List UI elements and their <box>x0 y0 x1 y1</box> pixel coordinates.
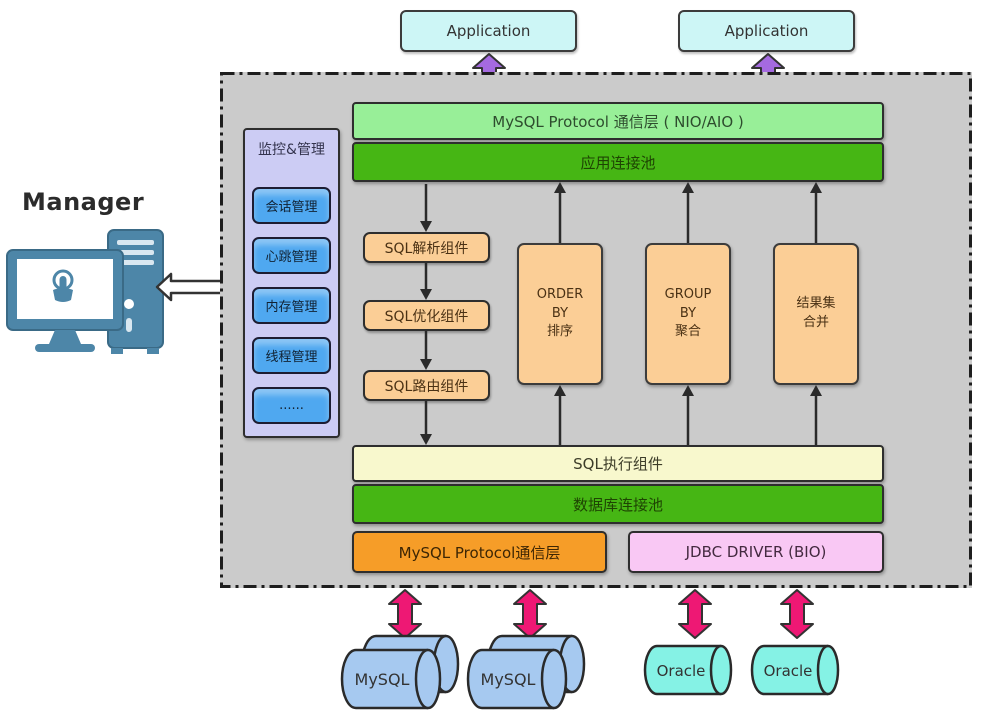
monitor-panel: 监控&管理 会话管理 心跳管理 内存管理 线程管理 ...... <box>243 128 340 438</box>
flow-arrow-down-icon <box>420 331 432 370</box>
mysql-database-icon: MySQL <box>340 634 460 710</box>
node-order-by: ORDER BY 排序 <box>517 243 603 385</box>
monitor-item-thread: 线程管理 <box>252 337 331 374</box>
oracle-label: Oracle <box>657 662 706 680</box>
middleware-container: 监控&管理 会话管理 心跳管理 内存管理 线程管理 ...... MySQL P… <box>220 72 972 588</box>
db-link-arrow-icon <box>678 589 712 639</box>
manager-computer-icon <box>6 229 164 354</box>
node-sql-route: SQL路由组件 <box>363 370 490 401</box>
layer-app-connection-pool: 应用连接池 <box>352 142 884 182</box>
layer-protocol-nio: MySQL Protocol 通信层 ( NIO/AIO ) <box>352 102 884 140</box>
flow-arrow-up-icon <box>554 182 566 243</box>
flow-arrow-up-icon <box>810 182 822 243</box>
flow-arrow-down-icon <box>420 401 432 445</box>
mysql-database-icon: MySQL <box>466 634 586 710</box>
flow-arrow-up-icon <box>810 385 822 445</box>
node-mysql-protocol: MySQL Protocol通信层 <box>352 531 607 573</box>
db-link-arrow-icon <box>780 589 814 639</box>
monitor-item-more: ...... <box>252 387 331 424</box>
application-node-1: Application <box>400 10 577 52</box>
mysql-label: MySQL <box>481 670 536 689</box>
monitor-item-session: 会话管理 <box>252 187 331 224</box>
monitor-item-memory: 内存管理 <box>252 287 331 324</box>
oracle-database-icon: Oracle <box>750 644 840 696</box>
node-sql-optimize: SQL优化组件 <box>363 300 490 331</box>
flow-arrow-down-icon <box>420 184 432 232</box>
layer-sql-exec: SQL执行组件 <box>352 445 884 482</box>
node-jdbc-driver: JDBC DRIVER (BIO) <box>628 531 884 573</box>
oracle-label: Oracle <box>764 662 813 680</box>
node-sql-parse: SQL解析组件 <box>363 232 490 263</box>
manager-label: Manager <box>22 188 145 216</box>
application-node-2: Application <box>678 10 855 52</box>
monitor-panel-title: 监控&管理 <box>258 142 325 158</box>
db-link-arrow-icon <box>388 589 422 639</box>
node-result-merge: 结果集 合并 <box>773 243 859 385</box>
layer-db-connection-pool: 数据库连接池 <box>352 484 884 524</box>
flow-arrow-down-icon <box>420 263 432 300</box>
flow-arrow-up-icon <box>554 385 566 445</box>
db-link-arrow-icon <box>513 589 547 639</box>
oracle-database-icon: Oracle <box>643 644 733 696</box>
flow-arrow-up-icon <box>682 385 694 445</box>
monitor-item-heartbeat: 心跳管理 <box>252 237 331 274</box>
flow-arrow-up-icon <box>682 182 694 243</box>
mysql-label: MySQL <box>355 670 410 689</box>
node-group-by: GROUP BY 聚合 <box>645 243 731 385</box>
